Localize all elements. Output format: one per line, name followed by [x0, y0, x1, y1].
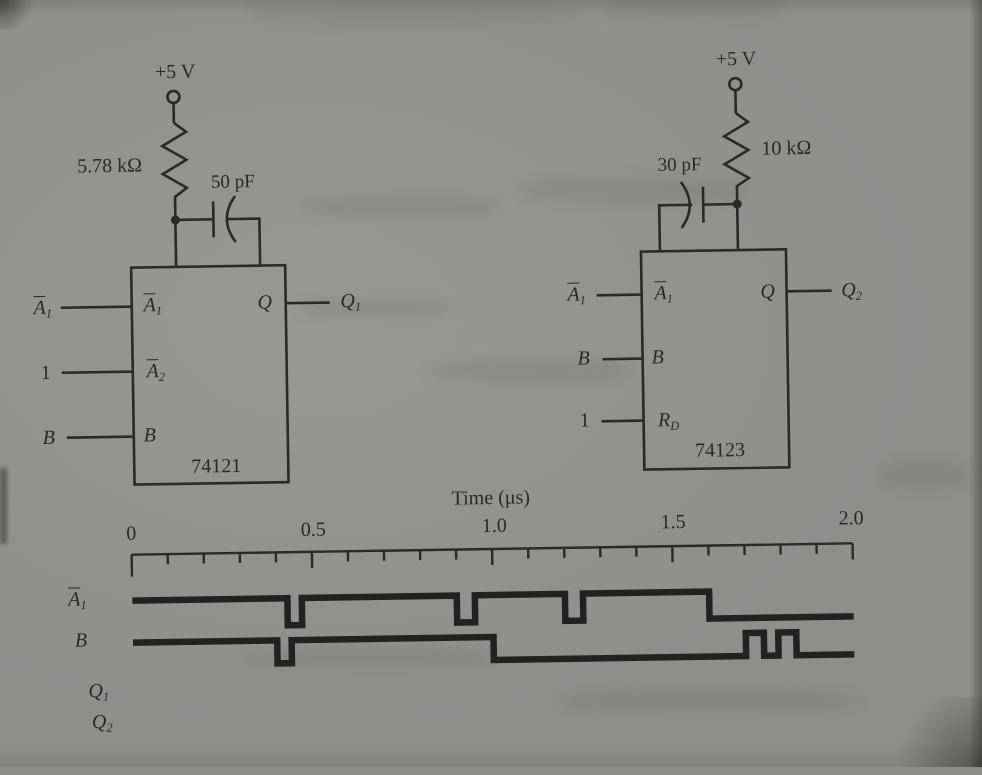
tick-label-1-5: 1.5: [661, 512, 686, 532]
chip1-pin-a1bar-label: A1: [143, 293, 162, 317]
row-label-b: B: [75, 630, 88, 650]
chip1-input-a2-wire: [62, 372, 133, 373]
chip2-pin-b-label: B: [651, 347, 664, 367]
time-axis: [132, 543, 853, 576]
chip2-input-b-wire: [603, 359, 643, 360]
waveform-B: [133, 631, 854, 665]
left-supply-terminal: [167, 91, 179, 103]
right-supply-terminal: [729, 78, 741, 90]
right-resistor-label: 10 kΩ: [761, 138, 811, 159]
left-supply-label: +5 V: [155, 62, 196, 83]
tick-label-2-0: 2.0: [839, 508, 864, 528]
chip1-part-number: 74121: [191, 456, 241, 477]
right-cap-flat-plate: [703, 187, 704, 223]
right-capacitor-label: 30 pF: [658, 155, 702, 175]
chip2-input-a1-wire: [597, 295, 642, 296]
row-label-q1: Q1: [88, 681, 109, 703]
chip1-ext-a1bar-label: A1: [33, 296, 52, 320]
tick-label-0: 0: [126, 524, 136, 544]
right-node-to-chip-wire: [737, 204, 738, 250]
chip2-ext-a1bar-label: A1: [567, 282, 586, 306]
right-circuit-74123: [593, 77, 834, 471]
chip2-ext-q2-label: Q2: [841, 280, 862, 302]
left-resistor-icon: [162, 123, 188, 220]
chip2-output-q-wire: [787, 291, 832, 292]
chip2-ext-b-label: B: [577, 348, 590, 368]
chip1-ext-b-label: B: [43, 428, 56, 448]
chip1-pin-a2bar-label: A2: [146, 359, 165, 383]
chip1-ext-logic1-label: 1: [41, 363, 51, 383]
chip1-pin-q-label: Q: [257, 292, 272, 312]
chip2-input-rd-wire: [602, 421, 644, 422]
chip2-pin-a1bar-label: A1: [654, 281, 673, 305]
left-circuit-74121: [57, 89, 332, 486]
chip2-pin-q-label: Q: [760, 282, 775, 302]
right-cap-wire-a: [704, 204, 737, 205]
left-cap-wire-a: [175, 219, 212, 220]
chip1-ext-q1-label: Q1: [340, 291, 361, 313]
left-node-to-chip-wire: [175, 220, 176, 267]
waveforms: [132, 589, 854, 665]
chip1-input-a1-wire: [61, 307, 132, 308]
left-cap-wire-b: [226, 219, 260, 267]
left-resistor-label: 5.78 kΩ: [77, 155, 142, 176]
chip1-input-b-wire: [67, 437, 134, 438]
left-cap-flat-plate: [213, 201, 214, 237]
chip1-output-q-wire: [286, 303, 330, 304]
waveform-A1_bar: [132, 589, 853, 627]
time-axis-title: Time (μs): [451, 487, 530, 508]
right-supply-label: +5 V: [716, 49, 757, 70]
right-resistor-icon: [724, 113, 749, 204]
row-label-a1bar: A1: [68, 587, 87, 611]
left-capacitor-label: 50 pF: [211, 172, 255, 192]
row-label-q2: Q2: [92, 712, 113, 734]
chip2-ext-logic1-label: 1: [579, 410, 589, 430]
tick-label-1-0: 1.0: [482, 516, 507, 536]
chip1-pin-b-label: B: [144, 425, 157, 445]
chip2-part-number: 74123: [695, 440, 745, 461]
tick-label-0-5: 0.5: [301, 520, 326, 540]
chip2-pin-rd-label: RD: [658, 410, 680, 432]
